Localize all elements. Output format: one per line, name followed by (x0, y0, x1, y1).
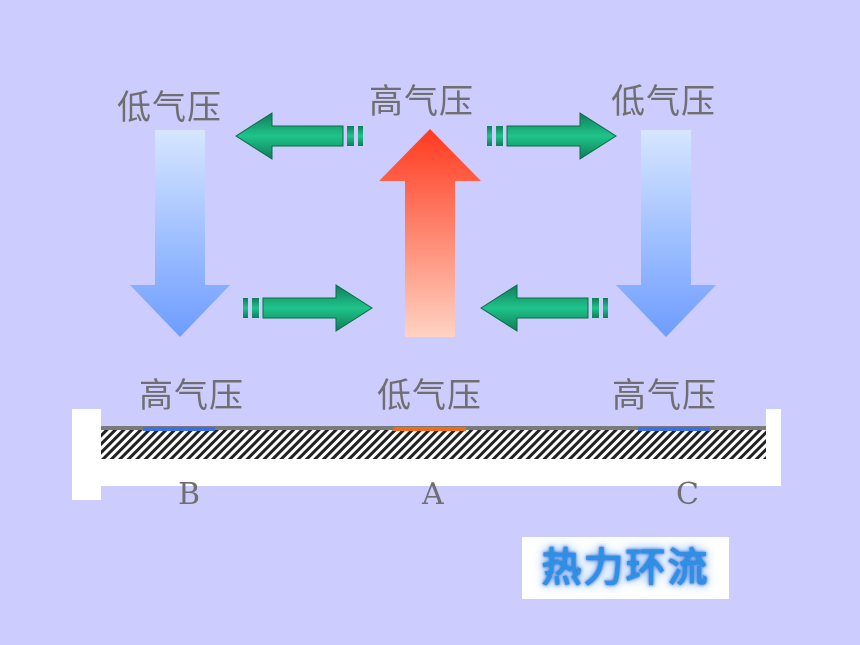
title-box: 热力环流 (522, 537, 729, 599)
ground-mark-c (638, 427, 710, 431)
label-top-center-high-pressure: 高气压 (369, 82, 474, 122)
label-top-left-low-pressure: 低气压 (117, 88, 222, 128)
lower-flow-arrow-left (480, 284, 608, 332)
ground-surface (72, 409, 781, 500)
ground-mark-a (393, 427, 466, 431)
site-label-b: B (178, 477, 201, 512)
site-label-c: C (676, 477, 699, 512)
rising-air-arrow-center (379, 129, 481, 337)
label-bottom-left-high-pressure: 高气压 (139, 376, 244, 416)
sinking-air-arrow-left (130, 130, 230, 337)
lower-flow-arrow-right (243, 284, 373, 332)
label-top-right-low-pressure: 低气压 (611, 82, 716, 122)
diagram-title: 热力环流 (541, 545, 710, 591)
upper-flow-arrow-right (487, 112, 617, 160)
ground-mark-b (143, 427, 215, 431)
upper-flow-arrow-left (235, 112, 363, 160)
sinking-air-arrow-right (616, 130, 716, 337)
label-bottom-center-low-pressure: 低气压 (377, 376, 482, 416)
label-bottom-right-high-pressure: 高气压 (612, 376, 717, 416)
site-label-a: A (422, 477, 444, 512)
